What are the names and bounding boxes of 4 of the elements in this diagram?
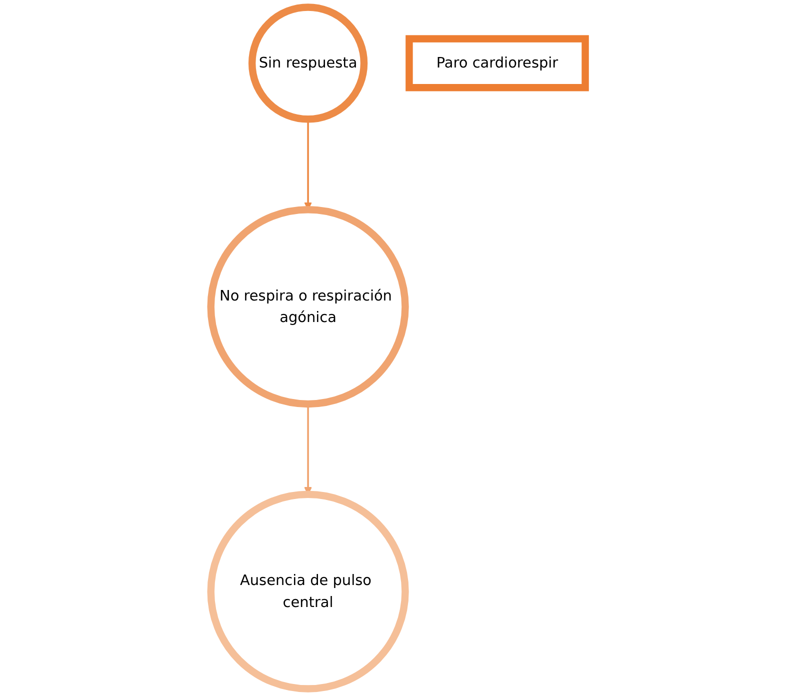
node-box: Paro cardiorespir — [406, 35, 589, 92]
node-circle: No respira o respiración agónica — [207, 206, 409, 408]
node-circle: Ausencia de pulso central — [207, 490, 409, 692]
node-circle: Sin respuesta — [248, 4, 368, 123]
